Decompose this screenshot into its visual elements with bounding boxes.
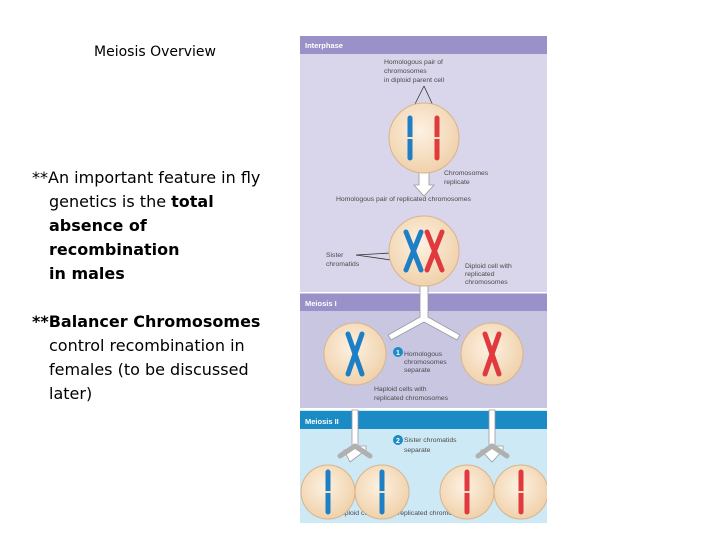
label-step2-1: Sister chromatids (404, 437, 457, 444)
step1-badge (393, 347, 403, 357)
note-line-bold: **Balancer Chromosomes (32, 312, 261, 331)
meiosis-diagram: Interphase Meiosis I Meiosis II Homologo… (300, 36, 547, 523)
note-line: genetics is the total (49, 192, 214, 211)
label-diploid-2: replicated (465, 271, 495, 278)
note-recombination: **An important feature in fly genetics i… (32, 166, 282, 286)
centromere (434, 137, 440, 139)
centromere (325, 491, 331, 493)
meiosis1-label: Meiosis I (305, 299, 337, 308)
branch-line (337, 443, 358, 459)
slide-title: Meiosis Overview (94, 44, 216, 60)
label-haploid-rep-1: Haploid cells with (374, 386, 427, 393)
label-homologous-pair-1: Homologous pair of (384, 59, 443, 66)
label-diploid-3: chromosomes (465, 279, 508, 286)
branch-line (475, 443, 495, 459)
label-replicated-pair: Homologous pair of replicated chromosome… (336, 196, 471, 203)
label-homologous-pair-2: chromosomes (384, 68, 427, 75)
label-step1-2: chromosomes (404, 359, 447, 366)
note-line: control recombination in (49, 336, 245, 355)
meiosis2-label: Meiosis II (305, 417, 339, 426)
branch-line (489, 443, 510, 459)
note-line: females (to be discussed (49, 360, 249, 379)
replicated-chromosome-blue (403, 229, 424, 273)
label-haploid-rep-2: replicated chromosomes (374, 395, 449, 402)
interphase-label: Interphase (305, 41, 343, 50)
note-line: **An important feature in fly (32, 168, 261, 187)
label-sister-1: Sister (326, 252, 344, 259)
centromere (379, 491, 385, 493)
label-chrom-replicate-1: Chromosomes (444, 170, 489, 177)
meiosis2-header (300, 411, 547, 429)
note-line-bold: absence of recombination (49, 216, 180, 259)
label-step1-1: Homologous (404, 351, 443, 358)
replicated-cell (388, 215, 460, 287)
centromere (464, 491, 470, 493)
centromere (407, 137, 413, 139)
label-diploid-1: Diploid cell with (465, 263, 512, 270)
replicated-chromosome-red (424, 229, 445, 273)
replicated-chromosome-red (482, 331, 502, 377)
label-homologous-pair-3: in diploid parent cell (384, 77, 445, 84)
arrow-meiosis1-split (387, 285, 461, 341)
label-haploid-unrep: Haploid cells with unreplicated chromoso… (336, 510, 473, 517)
note-line-bold: in males (49, 264, 125, 283)
label-step2-2: separate (404, 447, 431, 454)
branch-line (352, 443, 373, 459)
centromere (518, 491, 524, 493)
step2-badge (393, 435, 403, 445)
note-balancers: **Balancer Chromosomes control recombina… (32, 310, 282, 406)
step2-number: 2 (396, 438, 400, 445)
interphase-header (300, 36, 547, 54)
label-chrom-replicate-2: replicate (444, 179, 470, 186)
replicated-chromosome-blue (345, 331, 365, 377)
step1-number: 1 (396, 350, 400, 357)
label-sister-2: chromatids (326, 261, 360, 268)
note-line: later) (49, 384, 93, 403)
parent-cell (388, 102, 460, 174)
label-step1-3: separate (404, 367, 431, 374)
